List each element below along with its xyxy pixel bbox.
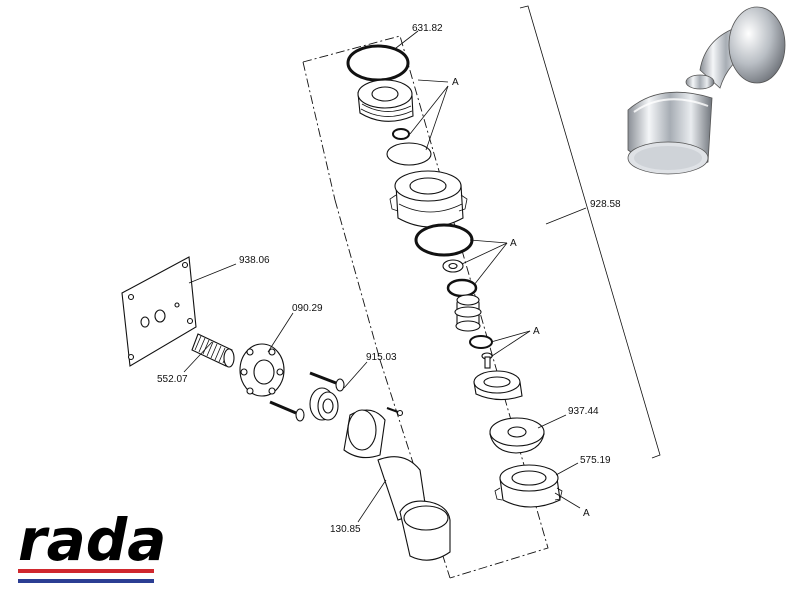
rada-logo: rada <box>18 506 166 583</box>
bracket-928 <box>519 5 661 459</box>
seal-ring <box>386 142 432 166</box>
label-938-06: 938.06 <box>239 255 270 266</box>
screw-tiny <box>386 407 404 417</box>
nut-small <box>442 259 464 273</box>
logo-wordmark: rada <box>18 506 166 574</box>
cover-plate-937 <box>489 417 545 454</box>
leader-lines <box>183 30 587 523</box>
label-a-2: A <box>510 238 517 249</box>
adaptor-915 <box>309 387 339 421</box>
logo-stripe-blue <box>18 579 154 583</box>
label-a-4: A <box>583 508 590 519</box>
mounting-plate-938 <box>121 256 197 367</box>
screw-long-upper <box>309 371 345 392</box>
label-090-29: 090.29 <box>292 303 323 314</box>
label-a-1: A <box>452 77 459 88</box>
logo-stripe-red <box>18 569 154 573</box>
union-nut-bottom <box>494 464 563 508</box>
swivel-fitting <box>454 294 482 332</box>
o-ring-lower <box>469 335 493 349</box>
collar-top <box>357 79 414 122</box>
o-ring-small <box>446 278 478 298</box>
screw-long-lower <box>269 400 305 422</box>
lock-ring <box>473 370 523 401</box>
label-937-44: 937.44 <box>568 406 599 417</box>
label-575-19: 575.19 <box>580 455 611 466</box>
elbow-body-130 <box>343 409 451 561</box>
o-ring-middle <box>414 223 474 257</box>
screw-small <box>481 352 493 369</box>
threaded-tube-552 <box>191 333 235 368</box>
label-928-58: 928.58 <box>590 199 621 210</box>
flange-090 <box>239 343 285 397</box>
o-ring-top <box>346 44 410 82</box>
label-631-82: 631.82 <box>412 23 443 34</box>
label-a-3: A <box>533 326 540 337</box>
label-915-03: 915.03 <box>366 352 397 363</box>
label-130-85: 130.85 <box>330 524 361 535</box>
washer-small <box>392 128 410 140</box>
union-nut-top <box>389 170 468 228</box>
shower-head-photo <box>627 6 786 175</box>
label-552-07: 552.07 <box>157 374 188 385</box>
